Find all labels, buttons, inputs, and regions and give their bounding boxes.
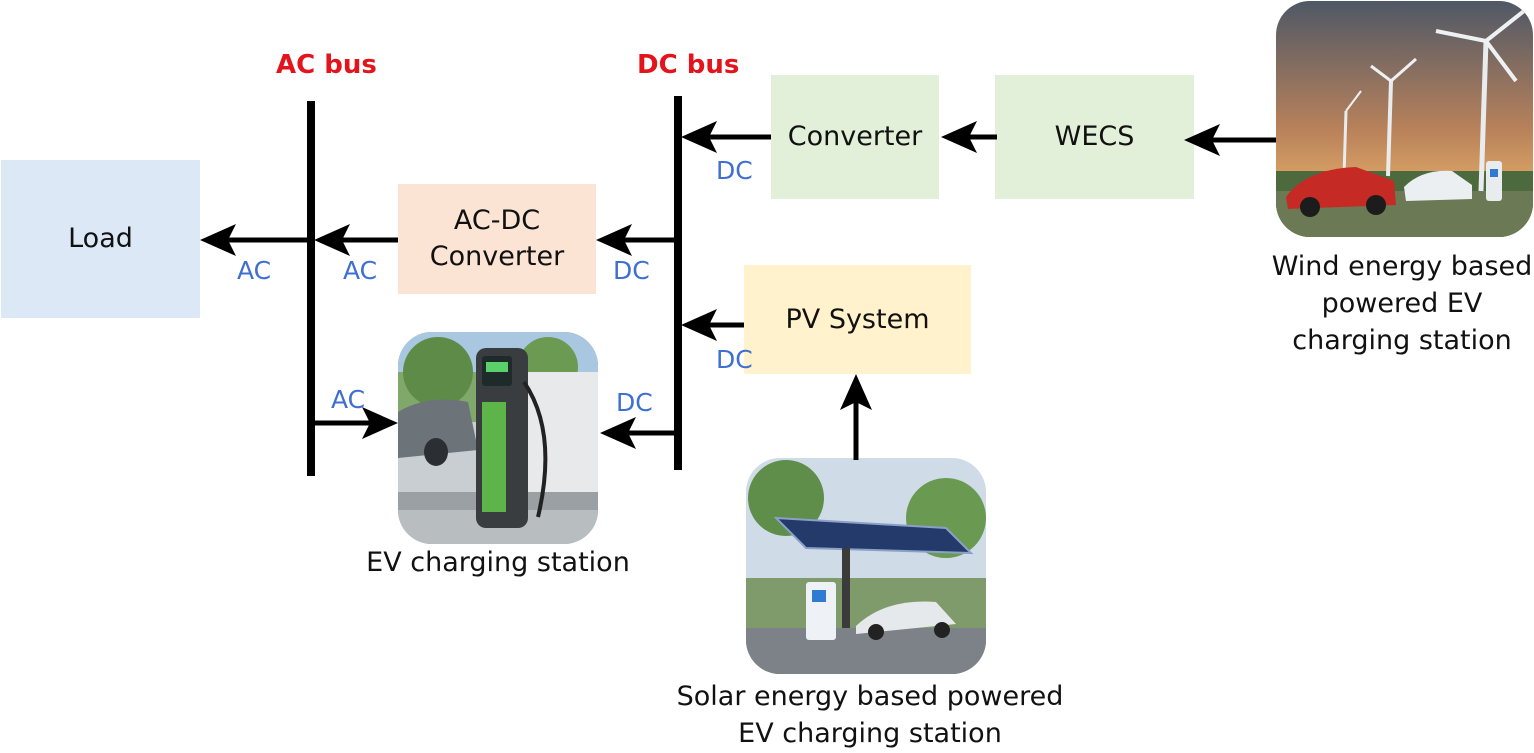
solar-charging-photo <box>746 458 986 674</box>
solar-caption-line2: EV charging station <box>738 718 1002 749</box>
pv-label: PV System <box>785 303 930 335</box>
solar-caption-line1: Solar energy based powered <box>676 681 1064 712</box>
ev-station-caption: EV charging station <box>348 544 648 581</box>
wecs-block: WECS <box>995 75 1194 199</box>
pv-system-block: PV System <box>744 265 971 374</box>
flow-label-acdc-dc: DC <box>613 256 650 285</box>
load-label: Load <box>68 223 133 254</box>
solar-caption: Solar energy based powered EV charging s… <box>660 678 1080 752</box>
flow-label-converter-dc: DC <box>716 156 753 185</box>
acdc-converter-block: AC-DC Converter <box>398 184 596 294</box>
converter-label: Converter <box>787 121 923 152</box>
flow-label-load-ac: AC <box>237 256 272 285</box>
ev-charger-photo <box>398 332 598 544</box>
load-block: Load <box>1 160 200 318</box>
wind-caption-line1: Wind energy based <box>1271 251 1533 282</box>
wind-caption: Wind energy based powered EV charging st… <box>1270 248 1534 359</box>
dc-bus-label: DC bus <box>637 50 740 80</box>
acdc-label-line1: AC-DC <box>453 205 541 236</box>
converter-block: Converter <box>771 75 939 199</box>
flow-label-ev-dc: DC <box>616 388 653 417</box>
wind-caption-line3: charging station <box>1292 325 1512 356</box>
ac-bus-label: AC bus <box>276 50 377 80</box>
acdc-label-line2: Converter <box>429 241 565 272</box>
flow-label-ev-ac: AC <box>331 385 366 414</box>
flow-label-acbus-ac: AC <box>343 256 378 285</box>
flow-label-pv-dc: DC <box>716 345 753 374</box>
wind-charging-photo <box>1276 1 1533 237</box>
ev-station-caption-text: EV charging station <box>366 547 630 578</box>
wind-caption-line2: powered EV <box>1321 288 1483 319</box>
wecs-label: WECS <box>1054 121 1135 152</box>
